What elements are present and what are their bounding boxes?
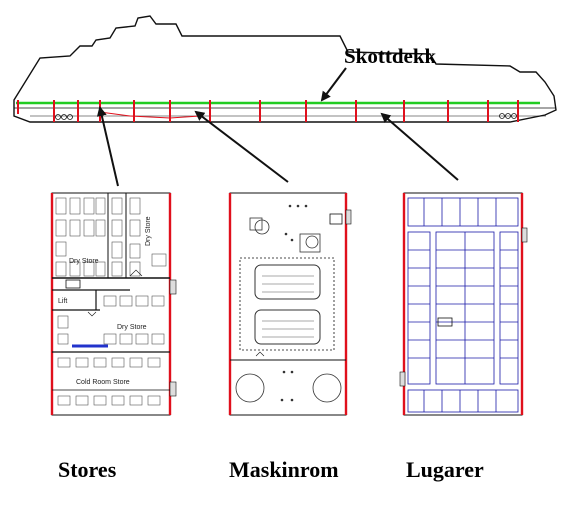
- ship-hull-outline: [13, 15, 557, 123]
- engine-room-caption: Maskinrom: [229, 457, 339, 482]
- engine-room-plan: [228, 192, 352, 416]
- stores-caption: Stores: [58, 457, 117, 482]
- hull-bulkheads: [17, 100, 519, 122]
- room-label-lift: Lift: [58, 298, 67, 305]
- engine-pointer-arrow: [194, 110, 289, 183]
- cabins-caption: Lugarer: [406, 457, 484, 482]
- cabins-plan: [399, 192, 528, 416]
- room-label-cold-room-store: Cold Room Store: [76, 379, 130, 386]
- deck-label-pointer-arrow: [320, 67, 347, 102]
- room-label-dry-store-3: Dry Store: [117, 324, 147, 331]
- stores-pointer-arrow: [96, 106, 119, 187]
- room-label-dry-store-1: Dry Store: [69, 258, 99, 265]
- room-label-dry-store-2: Dry Store: [145, 216, 152, 246]
- hull-red-detail: [99, 111, 201, 119]
- hull-propeller-marks: [55, 113, 517, 120]
- bulkhead-deck-label: Skottdekk: [344, 44, 437, 68]
- cabins-pointer-arrow: [380, 112, 459, 181]
- stores-plan: [50, 192, 177, 416]
